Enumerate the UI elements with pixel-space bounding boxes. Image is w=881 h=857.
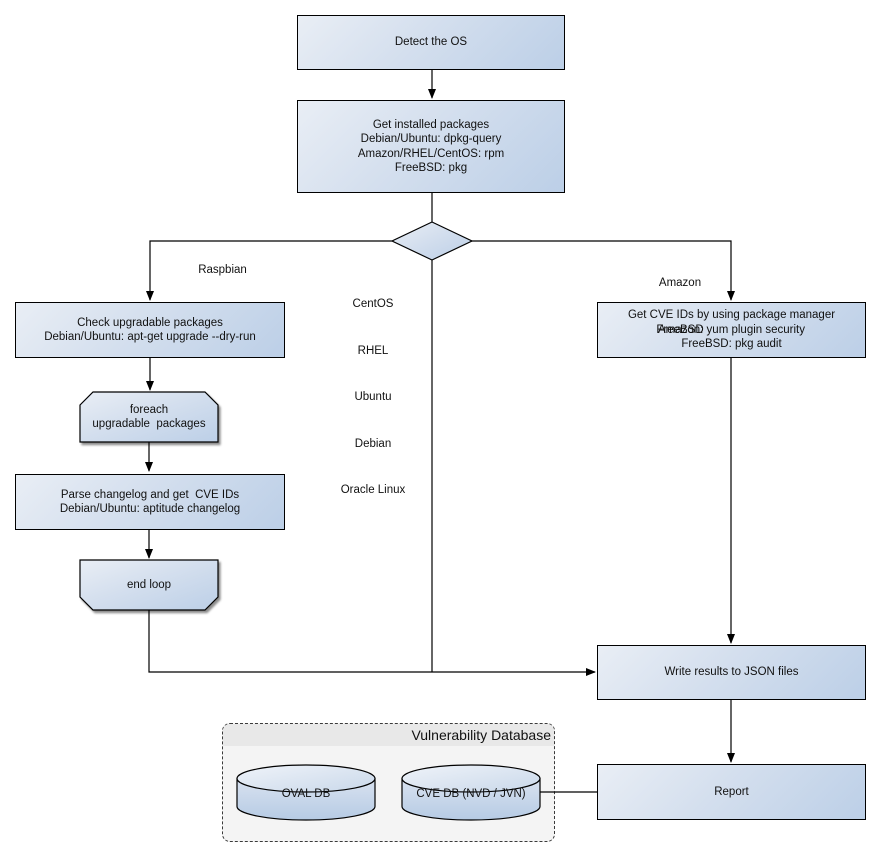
node-text-line: FreeBSD: pkg <box>394 162 468 174</box>
loop-end-shape <box>79 559 219 611</box>
connector-decision-to-check-upgradable <box>146 240 392 301</box>
edge-label-line: CentOS <box>352 298 394 310</box>
process-report-label: Report <box>714 785 749 798</box>
node-text-line: Parse changelog and get CVE IDs <box>60 488 240 501</box>
edge-label-line: Debian <box>354 437 392 450</box>
process-write-results: Write results to JSON files <box>597 645 866 700</box>
decision-os-type-diamond <box>390 221 474 261</box>
edge-label-amazon-group: Amazon FreeBSD <box>640 245 720 369</box>
edge-label-line: RHEL <box>357 344 389 357</box>
oval-db-cylinder-top <box>236 764 376 793</box>
process-parse-changelog: Parse changelog and get CVE IDs Debian/U… <box>15 474 285 530</box>
process-report: Report <box>597 764 866 820</box>
node-text-line: FreeBSD: pkg audit <box>681 338 782 351</box>
edge-label-line: Ubuntu <box>354 391 392 403</box>
node-text-line: Amazon: yum plugin security <box>657 323 805 336</box>
process-get-installed-packages: Get installed packages Debian/Ubuntu: dp… <box>297 100 565 193</box>
node-text-line: Debian/Ubuntu: apt-get upgrade --dry-run <box>44 331 256 343</box>
process-write-results-label: Write results to JSON files <box>664 666 799 679</box>
node-text-line: Debian/Ubuntu: aptitude changelog <box>59 503 241 515</box>
process-detect-os: Detect the OS <box>297 15 565 70</box>
loop-start-shape <box>79 391 219 443</box>
edge-label-line: FreeBSD <box>656 323 704 336</box>
node-text-line: Get installed packages <box>372 118 490 131</box>
edge-label-centos-group: CentOS RHEL Ubuntu Debian Oracle Linux <box>313 266 433 530</box>
node-text-line: Debian/Ubuntu: dpkg-query <box>360 133 502 145</box>
edge-label-raspbian: Raspbian <box>198 264 247 276</box>
connector-decision-to-get-cve-ids <box>471 240 735 301</box>
edge-label-line: Oracle Linux <box>340 484 406 496</box>
node-text-line: Get CVE IDs by using package manager <box>627 309 836 322</box>
cve-db-cylinder-top <box>401 764 541 793</box>
process-get-cve-ids: Get CVE IDs by using package manager Ama… <box>597 302 866 358</box>
node-text-line: Amazon/RHEL/CentOS: rpm <box>357 147 505 160</box>
cylinder-cve-db <box>401 764 541 821</box>
cylinder-oval-db <box>236 764 376 821</box>
node-text-line: Check upgradable packages <box>77 316 223 329</box>
process-check-upgradable-packages: Check upgradable packages Debian/Ubuntu:… <box>15 302 285 358</box>
edge-label-line: Amazon <box>658 277 702 289</box>
vulnerability-database-title: Vulnerability Database <box>223 724 554 746</box>
connector-endloop-to-write-results <box>148 610 596 676</box>
process-detect-os-label: Detect the OS <box>394 36 468 49</box>
